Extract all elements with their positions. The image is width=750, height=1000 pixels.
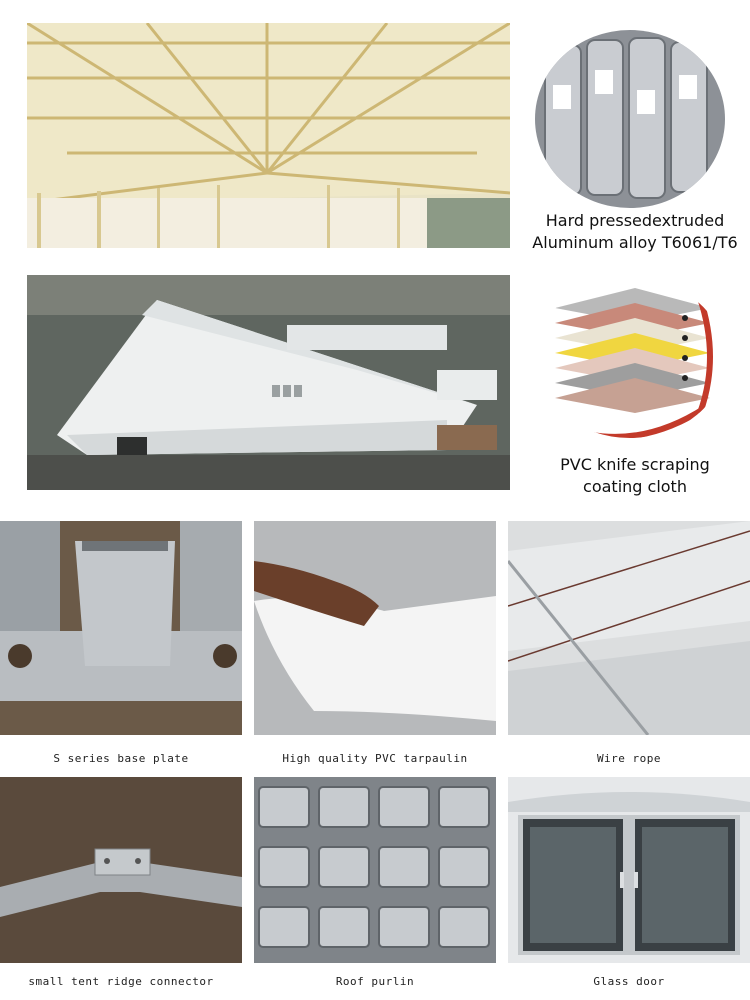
- aluminum-caption-line2: Aluminum alloy T6061/T6: [532, 233, 738, 252]
- ridge-connector-photo: [0, 777, 242, 963]
- aluminum-caption-line1: Hard pressedextruded: [545, 211, 725, 230]
- wire-rope-photo: [508, 521, 750, 735]
- base-plate-photo: [0, 521, 242, 735]
- tent-exterior-aerial-photo: [27, 275, 510, 490]
- pvc-caption-line2: coating cloth: [583, 477, 687, 496]
- caption-base-plate: S series base plate: [53, 752, 189, 765]
- caption-wire-rope: Wire rope: [596, 752, 662, 765]
- caption-pvc-tarpaulin: High quality PVC tarpaulin: [282, 752, 468, 765]
- pvc-caption-line1: PVC knife scraping: [560, 455, 710, 474]
- caption-roof-purlin: Roof purlin: [335, 975, 415, 988]
- pvc-layers-circle-photo: [535, 278, 725, 438]
- aluminum-profile-circle-photo: [535, 30, 725, 208]
- pvc-tarpaulin-photo: [254, 521, 496, 735]
- caption-ridge-connector: small tent ridge connector: [28, 975, 214, 988]
- pvc-cloth-caption: PVC knife scraping coating cloth: [520, 454, 750, 498]
- glass-door-photo: [508, 777, 750, 963]
- aluminum-alloy-caption: Hard pressedextruded Aluminum alloy T606…: [520, 210, 750, 254]
- caption-glass-door: Glass door: [593, 975, 665, 988]
- tent-interior-photo: [27, 23, 510, 248]
- roof-purlin-photo: [254, 777, 496, 963]
